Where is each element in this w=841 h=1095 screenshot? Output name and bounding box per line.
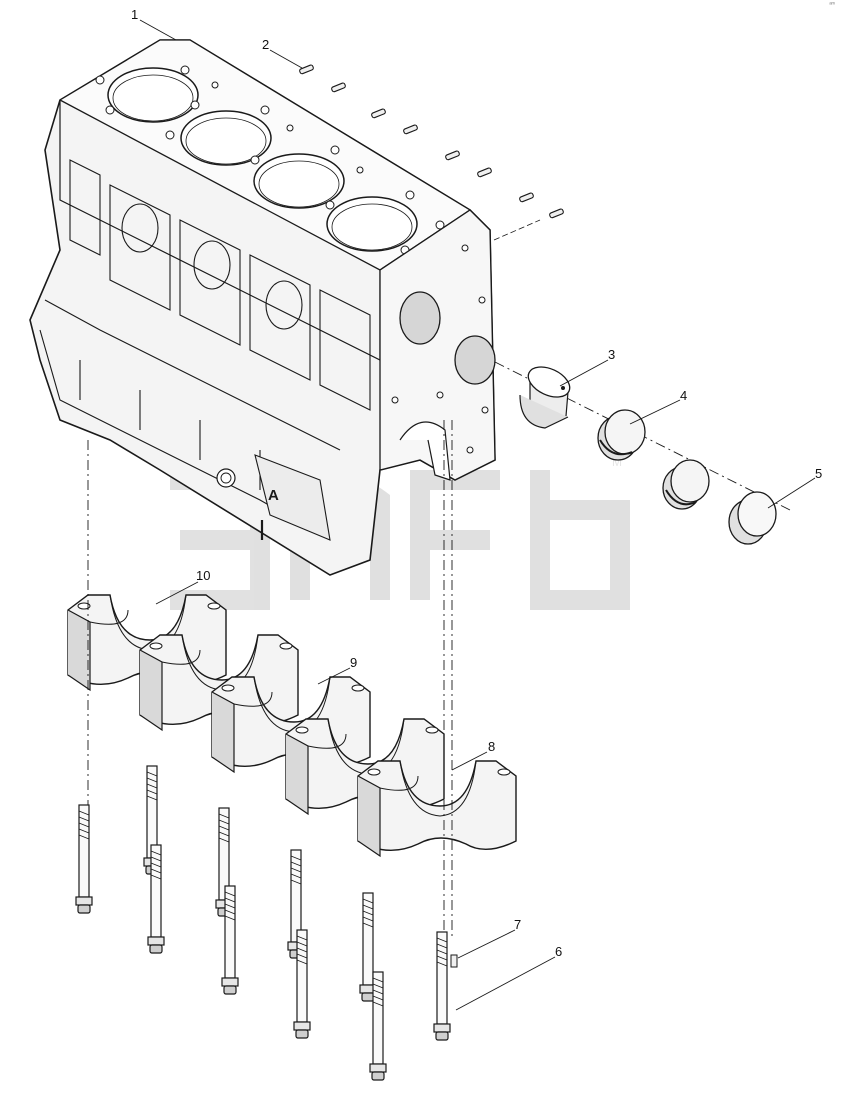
main-bearing-caps bbox=[67, 594, 517, 857]
camshaft-bushing-intermediate-2 bbox=[662, 459, 710, 510]
camshaft-bushing-rear bbox=[728, 491, 777, 545]
watermark-letter: M bbox=[612, 455, 622, 469]
pin-centerline bbox=[493, 219, 541, 241]
callouts: 1 2 3 4 5 6 7 8 9 10 bbox=[131, 7, 822, 959]
callout-5: 5 bbox=[815, 466, 822, 481]
view-a-label: A bbox=[268, 487, 279, 504]
camshaft-bushing-front bbox=[519, 366, 571, 429]
cylinder-block: A bbox=[29, 39, 496, 576]
callout-2: 2 bbox=[262, 37, 269, 52]
cap-dowel-pin bbox=[450, 954, 458, 968]
corner-mark: ᵃᵐ bbox=[829, 2, 835, 8]
camshaft-bushing-intermediate-1 bbox=[597, 409, 646, 461]
callout-3: 3 bbox=[608, 347, 615, 362]
callout-4: 4 bbox=[680, 388, 687, 403]
callout-1: 1 bbox=[131, 7, 138, 22]
callout-6: 6 bbox=[555, 944, 562, 959]
callout-10: 10 bbox=[196, 568, 210, 583]
callout-8: 8 bbox=[488, 739, 495, 754]
callout-7: 7 bbox=[514, 917, 521, 932]
leader-lines bbox=[139, 19, 816, 1011]
callout-9: 9 bbox=[350, 655, 357, 670]
